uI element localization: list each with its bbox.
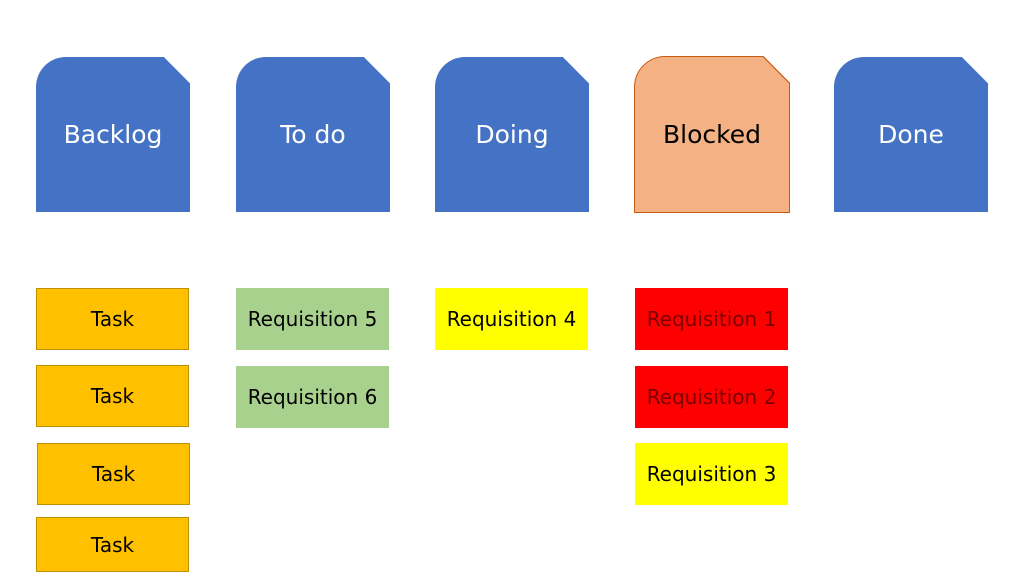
card-backlog-3[interactable]: Task [37, 443, 190, 505]
column-header-done: Done [834, 57, 988, 212]
card-doing-1[interactable]: Requisition 4 [435, 288, 588, 350]
card-backlog-4[interactable]: Task [36, 517, 189, 572]
column-title: To do [280, 120, 346, 149]
card-label: Requisition 6 [247, 385, 378, 409]
card-label: Requisition 4 [446, 307, 577, 331]
column-header-doing: Doing [435, 57, 589, 212]
column-title: Blocked [663, 120, 761, 149]
card-label: Task [90, 307, 135, 331]
card-label: Requisition 2 [646, 385, 777, 409]
column-header-todo: To do [236, 57, 390, 212]
card-label: Task [90, 384, 135, 408]
card-blocked-1[interactable]: Requisition 1 [635, 288, 788, 350]
card-label: Requisition 1 [646, 307, 777, 331]
card-backlog-1[interactable]: Task [36, 288, 189, 350]
column-header-blocked: Blocked [635, 57, 789, 212]
card-label: Requisition 5 [247, 307, 378, 331]
column-title: Backlog [63, 120, 163, 149]
column-title: Done [878, 120, 944, 149]
card-label: Task [90, 532, 135, 557]
card-blocked-3[interactable]: Requisition 3 [635, 443, 788, 505]
column-title: Doing [475, 120, 549, 149]
card-todo-1[interactable]: Requisition 5 [236, 288, 389, 350]
card-backlog-2[interactable]: Task [36, 365, 189, 427]
card-blocked-2[interactable]: Requisition 2 [635, 366, 788, 428]
column-header-backlog: Backlog [36, 57, 190, 212]
card-label: Task [91, 462, 136, 486]
card-todo-2[interactable]: Requisition 6 [236, 366, 389, 428]
card-label: Requisition 3 [646, 462, 777, 486]
